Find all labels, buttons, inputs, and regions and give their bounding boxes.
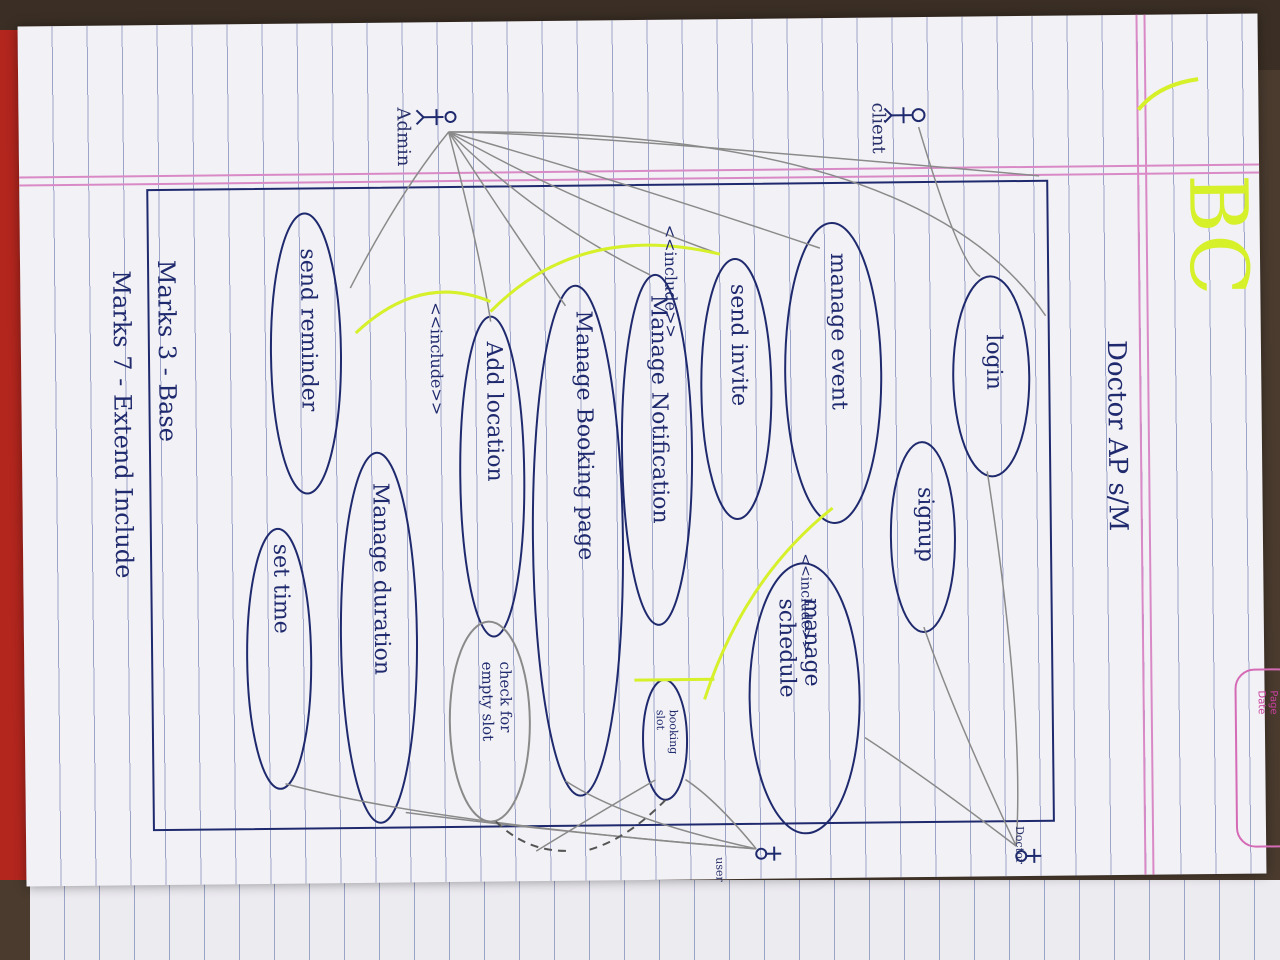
page-title: Doctor AP s/M <box>1100 339 1133 532</box>
doctor-user-associations <box>285 126 1019 852</box>
notebook-page: Doctor AP s/M BC Page Date Admin client … <box>17 13 1280 887</box>
usecase-send-reminder-label: send reminder <box>294 248 322 412</box>
usecase-login-ellipse <box>952 275 1031 478</box>
usecase-manage-duration-ellipse <box>339 451 418 824</box>
usecase-signup-label: signup <box>912 486 939 563</box>
user-actor-icon <box>755 846 782 861</box>
legend-line-1: Marks 3 - Base <box>151 259 182 443</box>
diagram-canvas <box>146 77 1199 863</box>
usecase-check-slot-label: check for empty slot <box>478 661 515 742</box>
usecase-login-label: login <box>980 334 1007 391</box>
usecase-manage-event-ellipse <box>784 222 883 524</box>
admin-actor-icon <box>415 109 457 126</box>
include-label: <<include>> <box>797 553 815 653</box>
usecase-set-time-ellipse <box>246 527 313 790</box>
client-actor-icon <box>883 107 926 124</box>
actor-doctor-label: Doctor <box>1012 825 1027 865</box>
usecase-manage-event-label: manage event <box>824 252 852 410</box>
page-date-stamp: Page Date <box>1234 668 1280 848</box>
actor-admin-label: Admin <box>392 107 415 167</box>
include-label: <<include>> <box>426 302 447 416</box>
actor-user-label: user <box>713 857 727 882</box>
usecase-manage-booking-label: Manage Booking page <box>570 310 599 561</box>
usecase-signup-ellipse <box>889 441 956 634</box>
admin-associations <box>349 131 1047 322</box>
usecase-add-location-label: Add location <box>480 341 508 482</box>
corner-mark-highlight <box>1136 77 1199 112</box>
legend-line-2: Marks 7 - Extend Include <box>107 270 139 579</box>
corner-mark: BC <box>1171 173 1266 296</box>
stamp-date-label: Date <box>1255 690 1267 715</box>
dashed-relations <box>495 799 667 852</box>
actor-client-label: client <box>867 102 889 154</box>
usecase-send-reminder-ellipse <box>269 212 342 495</box>
include-label: <<include>> <box>660 224 681 338</box>
stamp-page-label: Page <box>1267 690 1279 715</box>
doctor-actor-icon <box>1015 848 1042 863</box>
usecase-send-invite-label: send invite <box>725 283 752 407</box>
usecase-manage-notification-ellipse <box>620 273 694 626</box>
usecase-manage-booking-ellipse <box>531 284 625 797</box>
usecase-manage-schedule-ellipse <box>748 562 861 835</box>
usecase-manage-duration-label: Manage duration <box>367 482 395 676</box>
next-page <box>30 880 1280 960</box>
include-arrows <box>354 243 834 700</box>
usecase-booking-slot-label: booking slot <box>653 709 681 755</box>
usecase-send-invite-ellipse <box>700 258 773 521</box>
usecase-set-time-label: set time <box>267 543 294 634</box>
system-boundary <box>146 179 1055 832</box>
